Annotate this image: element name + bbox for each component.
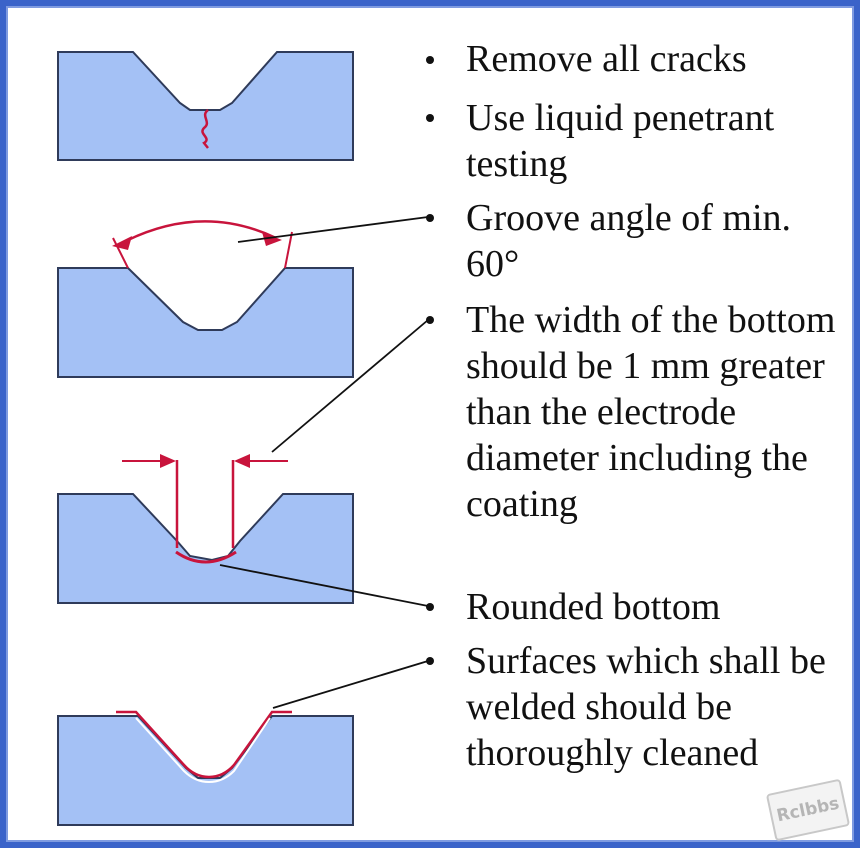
bullet-cleaned-surfaces: Surfaces which shall be welded should be…: [466, 640, 826, 774]
width-arrowhead-left: [160, 454, 176, 468]
plate-groove-angle: [57, 267, 354, 378]
cleaned-surface-inner: [135, 717, 271, 784]
plate-cracked-groove: [57, 51, 354, 161]
angle-guide-right: [284, 231, 293, 269]
bullet-dot: [426, 657, 434, 665]
leader-rounded-bottom: [219, 564, 429, 607]
angle-arrowhead-left: [112, 236, 132, 250]
leader-groove-angle: [237, 216, 429, 243]
bullet-liquid-penetrant: Use liquid penetrant testing: [466, 97, 775, 185]
width-arrowhead-right: [234, 454, 250, 468]
bullet-dot: [426, 603, 434, 611]
plate-bottom-width: [57, 493, 354, 604]
angle-arc: [119, 220, 277, 246]
rounded-bottom-arc: [175, 550, 237, 564]
bullet-dot: [426, 316, 434, 324]
bullet-dot: [426, 114, 434, 122]
bullet-groove-angle: Groove angle of min. 60°: [466, 197, 792, 285]
leader-bottom-width: [271, 319, 429, 453]
angle-guide-left: [112, 237, 129, 269]
cleaned-surface-outline: [116, 710, 292, 779]
leader-cleaned-surfaces: [272, 660, 429, 709]
plate-cleaned-surfaces: [57, 715, 354, 826]
bullet-dot: [426, 214, 434, 222]
angle-arrowhead-right: [262, 232, 282, 246]
bullet-rounded-bottom: Rounded bottom: [466, 586, 721, 628]
bullet-remove-cracks: Remove all cracks: [466, 38, 747, 80]
bullet-dot: [426, 56, 434, 64]
bullet-bottom-width: The width of the bottom should be 1 mm g…: [466, 299, 836, 525]
crack-mark: [201, 109, 209, 149]
